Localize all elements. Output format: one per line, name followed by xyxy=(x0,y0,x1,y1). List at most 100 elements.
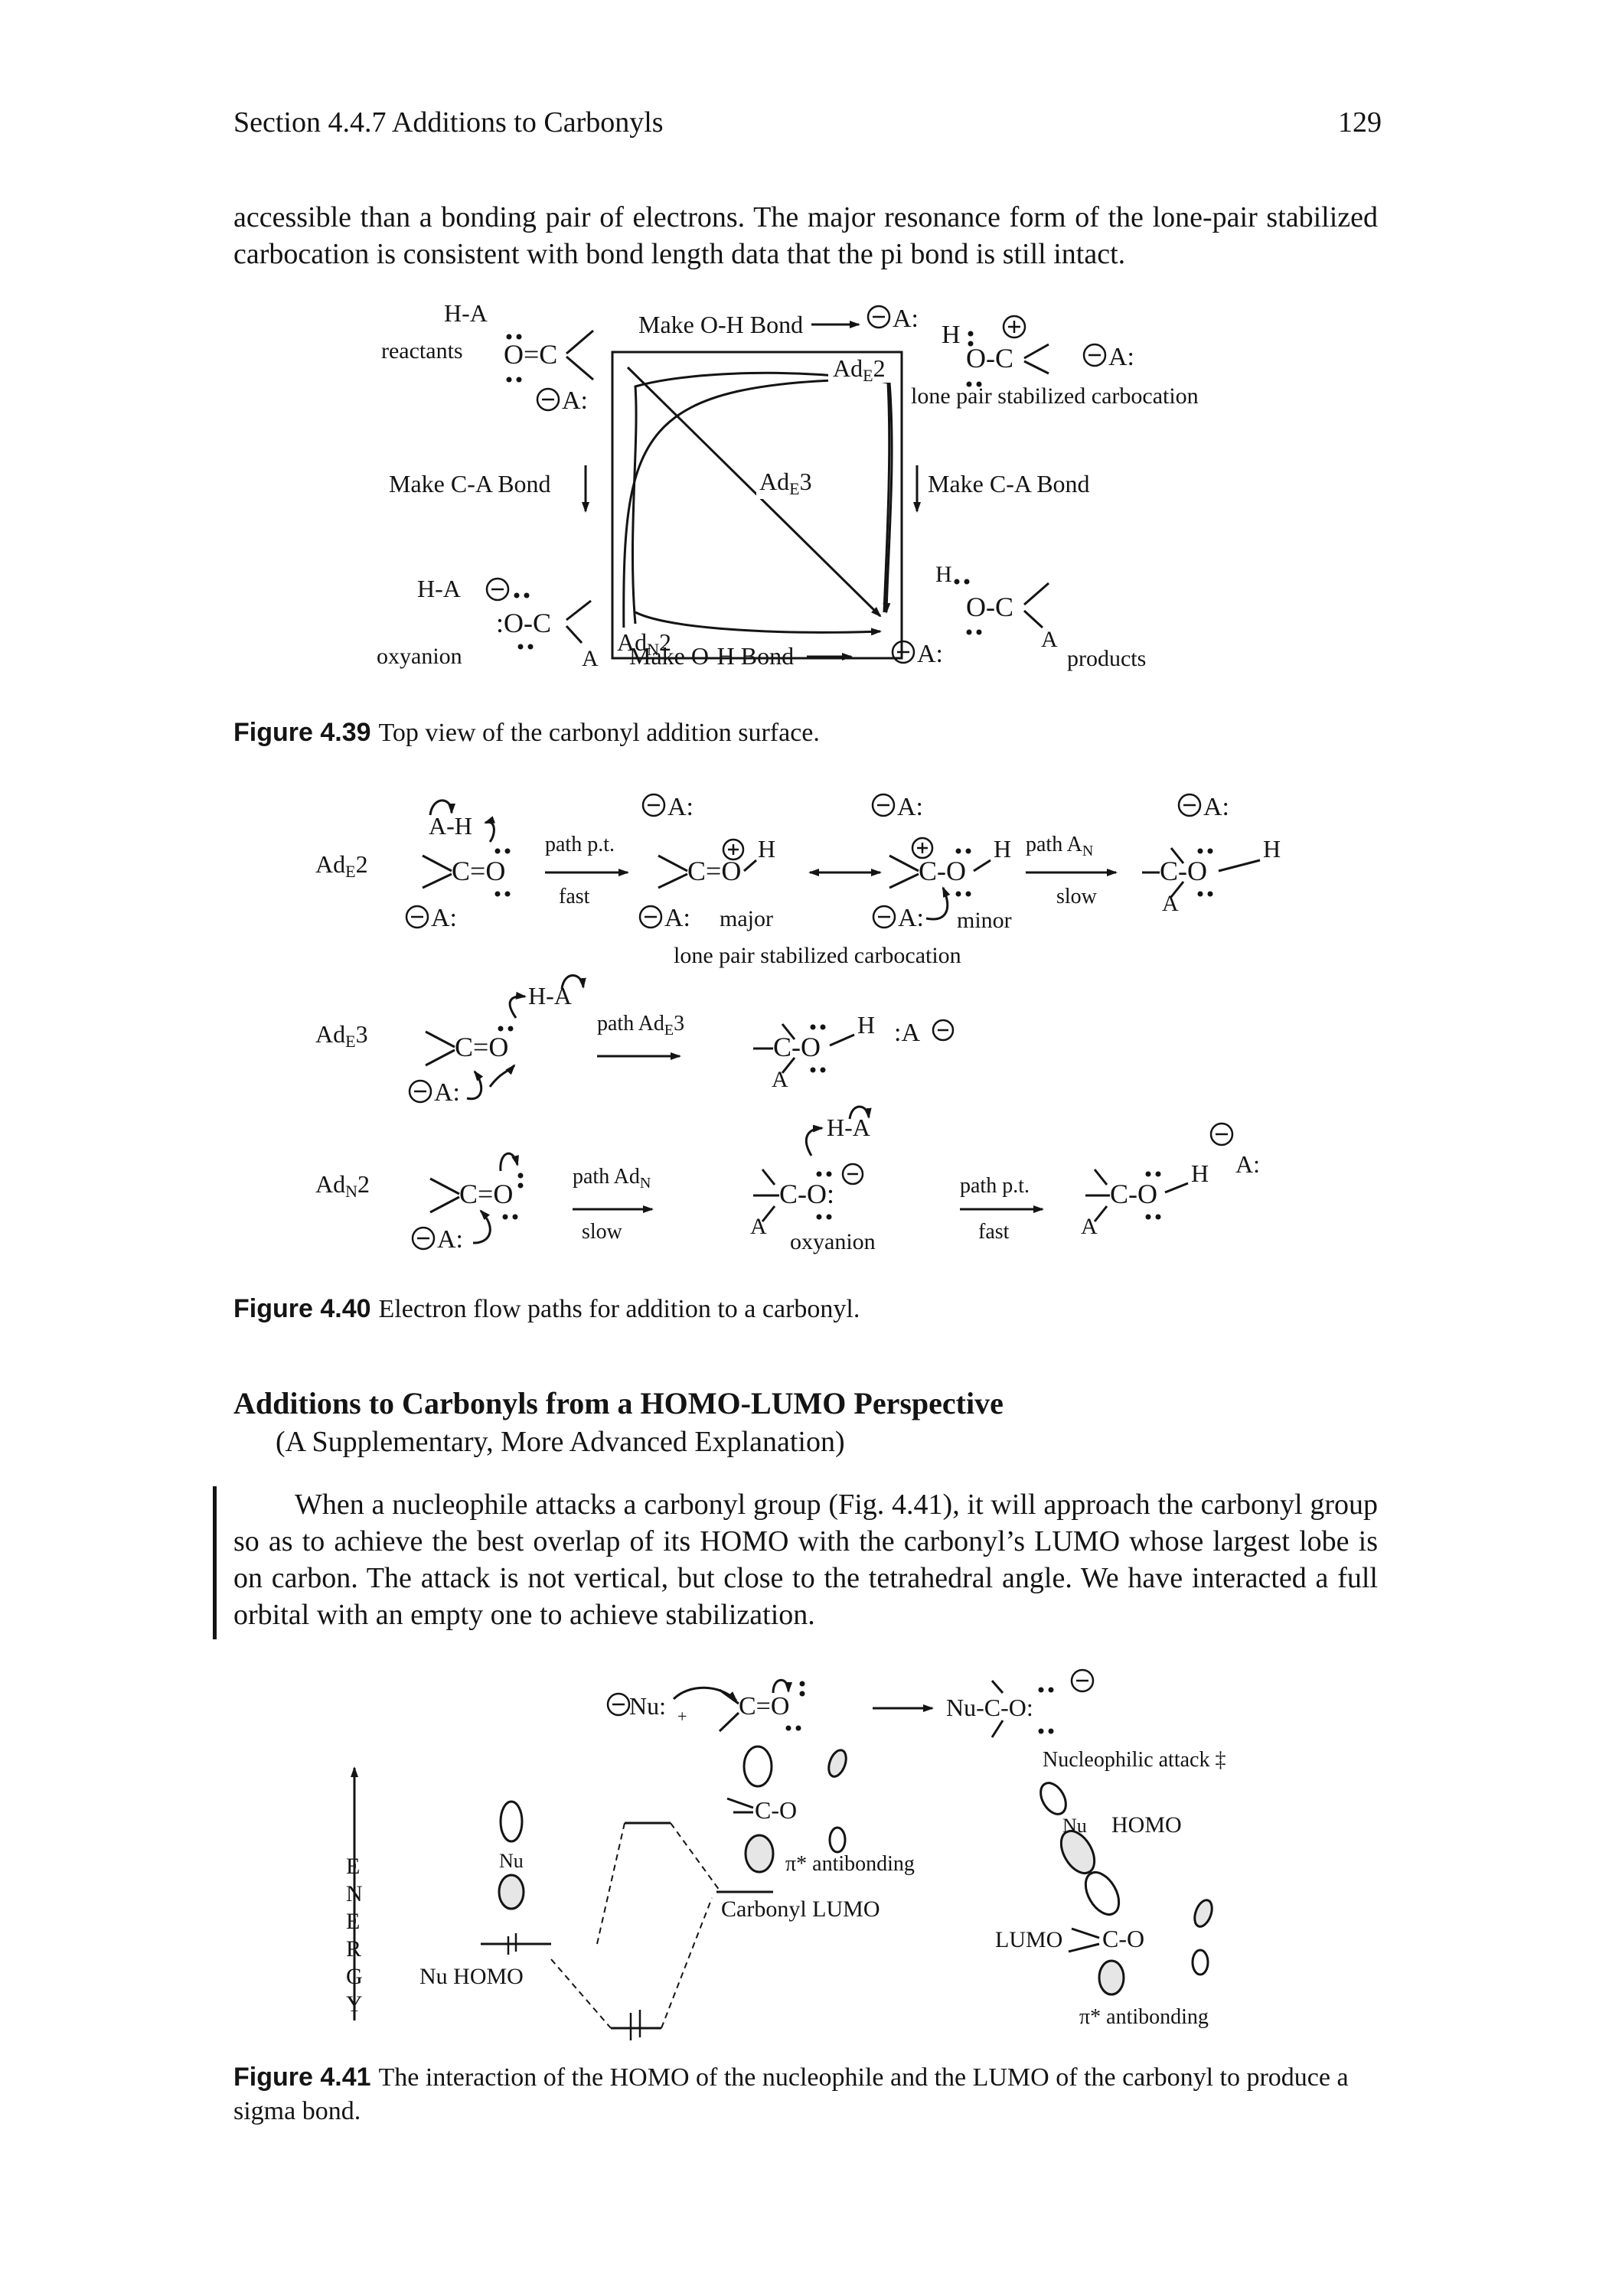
minor-label: minor xyxy=(957,908,1012,933)
ade2-label: AdE2 xyxy=(833,354,886,385)
svg-text:R: R xyxy=(346,1936,361,1962)
carbonyl-lumo-label: Carbonyl LUMO xyxy=(721,1896,880,1922)
page-number: 129 xyxy=(1338,106,1382,139)
product-structure: O-C xyxy=(966,592,1013,622)
svg-text:N: N xyxy=(346,1881,363,1906)
svg-text:slow: slow xyxy=(582,1220,623,1244)
svg-text:fast: fast xyxy=(978,1220,1010,1244)
svg-text:A:: A: xyxy=(917,640,943,668)
figure-4-41-caption-label: Figure 4.41 xyxy=(233,2063,371,2092)
svg-text:A:: A: xyxy=(1203,793,1229,821)
svg-text:H: H xyxy=(1191,1159,1209,1187)
ade3-product: C-O xyxy=(773,1032,821,1062)
svg-text:path AdN: path AdN xyxy=(573,1165,651,1192)
figure-4-41-caption-text: The interaction of the HOMO of the nucle… xyxy=(233,2063,1349,2125)
ha-oxyanion-label: H-A xyxy=(417,575,461,602)
svg-text:A: A xyxy=(750,1214,767,1239)
adn2-carbonyl: C=O xyxy=(459,1179,513,1209)
ha-reactant-label: H-A xyxy=(444,299,488,327)
svg-text:A:: A: xyxy=(1235,1150,1260,1178)
adn2-label: AdN2 xyxy=(617,628,671,659)
row-ade3-label: AdE3 xyxy=(315,1020,368,1051)
svg-text:G: G xyxy=(346,1964,363,1989)
ade2-protonated: C=O xyxy=(687,856,741,886)
svg-text:Nu:: Nu: xyxy=(629,1692,666,1720)
ade2-carbonyl: C=O xyxy=(452,856,505,886)
make-oh-bond-top: Make O-H Bond xyxy=(638,311,803,338)
ade2-carbocation: C-O xyxy=(919,856,966,886)
svg-text:A:: A: xyxy=(893,305,919,333)
lone-pair-note: lone pair stabilized carbocation xyxy=(674,943,961,968)
svg-text:H: H xyxy=(942,321,961,349)
energy-axis-label: E N E R G Y xyxy=(346,1854,363,2017)
fig41-carbonyl: C=O xyxy=(739,1692,789,1720)
make-oh-bond-bottom: Make O-H Bond xyxy=(629,642,794,670)
adn2-product: C-O xyxy=(1110,1179,1157,1209)
svg-text:+: + xyxy=(677,1707,687,1726)
svg-text:C-O: C-O xyxy=(755,1796,797,1824)
svg-text:H: H xyxy=(857,1011,875,1039)
svg-text:A: A xyxy=(1041,627,1058,652)
surface-box xyxy=(611,351,903,660)
svg-text:path AN: path AN xyxy=(1026,833,1093,859)
section-heading: Additions to Carbonyls from a HOMO-LUMO … xyxy=(233,1386,1004,1420)
anion-reactant: A: xyxy=(562,386,588,415)
carbocation-structure: O-C xyxy=(966,343,1013,373)
figure-4-40-caption-text: Electron flow paths for addition to a ca… xyxy=(378,1295,860,1323)
svg-text:H-A: H-A xyxy=(827,1114,870,1141)
pi-antibonding-label: π* antibonding xyxy=(785,1852,915,1876)
row-adn2-label: AdN2 xyxy=(315,1170,370,1201)
lumo-label: LUMO xyxy=(995,1927,1062,1952)
svg-text:A: A xyxy=(1162,891,1179,916)
svg-text:A:: A: xyxy=(667,793,694,821)
svg-text:A-H: A-H xyxy=(429,812,472,840)
pi-antibonding-label-2: π* antibonding xyxy=(1079,2005,1209,2029)
svg-text:path p.t.: path p.t. xyxy=(545,833,615,856)
svg-text:Y: Y xyxy=(346,1991,363,2017)
products-label: products xyxy=(1067,646,1146,671)
svg-text:path p.t.: path p.t. xyxy=(960,1174,1030,1198)
homo-label: HOMO xyxy=(1111,1812,1182,1838)
svg-text:H: H xyxy=(1263,835,1281,863)
svg-text:H: H xyxy=(994,835,1011,863)
svg-text:H: H xyxy=(935,562,952,587)
ade2-product: C-O xyxy=(1160,856,1207,886)
svg-text:A: A xyxy=(582,646,599,671)
svg-text:E: E xyxy=(346,1909,360,1934)
section-title: Section 4.4.7 Additions to Carbonyls xyxy=(233,106,664,139)
ade3-carbonyl: C=O xyxy=(455,1032,508,1062)
change-bar xyxy=(213,1486,217,1639)
svg-text:A:: A: xyxy=(437,1225,463,1254)
svg-text:A:: A: xyxy=(664,904,690,932)
body-paragraph: When a nucleophile attacks a carbonyl gr… xyxy=(233,1489,1378,1631)
nucleophilic-attack-label: Nucleophilic attack ‡ xyxy=(1043,1748,1226,1772)
svg-text:C-O: C-O xyxy=(1102,1925,1144,1952)
svg-text:H-A: H-A xyxy=(528,982,572,1009)
ade3-label: AdE3 xyxy=(759,468,812,498)
svg-text:A:: A: xyxy=(897,793,923,821)
svg-text:fast: fast xyxy=(559,885,590,908)
svg-text:A:: A: xyxy=(898,904,924,932)
oxyanion-note: oxyanion xyxy=(790,1229,876,1254)
svg-text:Nu: Nu xyxy=(499,1850,524,1872)
row-ade2-label: AdE2 xyxy=(315,850,368,881)
make-ca-bond-right: Make C-A Bond xyxy=(928,470,1090,497)
adn2-oxyanion: C-O: xyxy=(779,1179,834,1209)
svg-text:A:: A: xyxy=(431,904,457,932)
svg-text:A:: A: xyxy=(434,1078,460,1107)
figure-4-39-caption-text: Top view of the carbonyl addition surfac… xyxy=(378,719,820,747)
reactants-label: reactants xyxy=(381,338,463,364)
intro-paragraph: accessible than a bonding pair of electr… xyxy=(233,201,1378,270)
figure-4-39-caption-label: Figure 4.39 xyxy=(233,718,371,747)
section-subheading: (A Supplementary, More Advanced Explanat… xyxy=(276,1426,845,1458)
svg-text:A: A xyxy=(1081,1214,1098,1239)
svg-text:H: H xyxy=(758,835,775,863)
fig41-product: Nu-C-O: xyxy=(946,1694,1033,1721)
lone-pair-label: lone pair stabilized carbocation xyxy=(911,383,1199,409)
